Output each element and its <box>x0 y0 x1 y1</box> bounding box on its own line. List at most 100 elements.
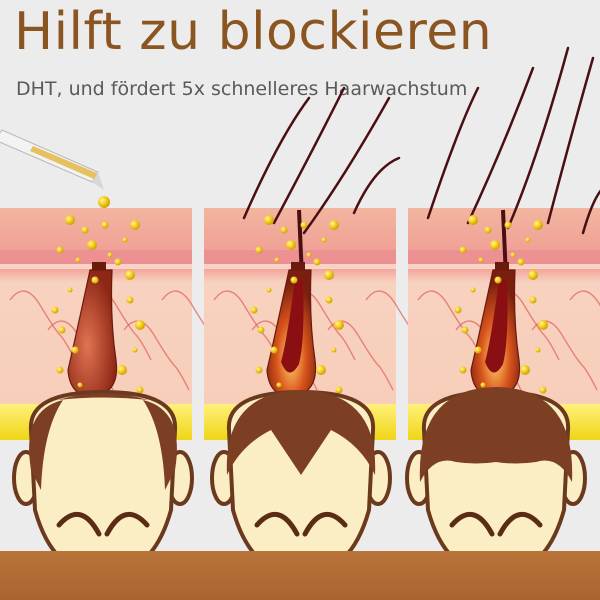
skin-panel-during <box>204 86 432 440</box>
hair-strand <box>272 86 346 225</box>
serum-drop-icon <box>528 270 538 280</box>
serum-drop-icon <box>325 296 333 304</box>
serum-drop-icon <box>87 240 97 250</box>
serum-drop-icon <box>135 320 145 330</box>
page-title: Hilft zu blockieren <box>14 2 493 62</box>
hair-root <box>281 280 304 373</box>
serum-drop-icon <box>65 215 75 225</box>
hair-strand <box>426 86 480 220</box>
serum-drop-icon <box>98 196 110 208</box>
head-icon <box>210 389 392 578</box>
serum-drop-icon <box>101 221 109 229</box>
serum-drop-icon <box>525 237 531 243</box>
serum-drop-icon <box>539 386 547 394</box>
serum-drop-icon <box>329 220 339 230</box>
dropper-serum <box>30 146 97 179</box>
serum-drop-icon <box>290 276 298 284</box>
serum-drop-icon <box>454 306 462 314</box>
serum-drop-icon <box>529 296 537 304</box>
page-subtitle: DHT, und fördert 5x schnelleres Haarwach… <box>16 78 468 100</box>
serum-drop-icon <box>125 270 135 280</box>
serum-drop-icon <box>335 386 343 394</box>
serum-drop-icon <box>459 366 467 374</box>
blood-vessel <box>569 290 600 307</box>
serum-drop-icon <box>274 257 280 263</box>
serum-drop-icon <box>255 246 263 254</box>
serum-drop-icon <box>107 252 113 258</box>
serum-drop-icon <box>77 382 83 388</box>
serum-drop-icon <box>91 276 99 284</box>
hair-strand <box>302 96 391 235</box>
serum-drop-icon <box>56 366 64 374</box>
hair-full <box>419 387 573 482</box>
hair-sides <box>143 400 177 490</box>
serum-drop-icon <box>136 386 144 394</box>
dropper-tip <box>92 172 104 190</box>
serum-drop-icon <box>461 326 469 334</box>
serum-drop-icon <box>510 252 516 258</box>
blood-vessel <box>531 320 598 391</box>
serum-drop-icon <box>324 270 334 280</box>
serum-drop-icon <box>132 347 138 353</box>
serum-drop-icon <box>81 226 89 234</box>
serum-drop-icon <box>520 365 530 375</box>
serum-drop-icon <box>122 237 128 243</box>
eyebrow <box>449 512 495 537</box>
eyebrow <box>254 512 300 537</box>
hair-strand <box>581 189 600 235</box>
serum-drop-icon <box>494 276 502 284</box>
serum-drop-icon <box>504 221 512 229</box>
hair-back <box>58 393 148 400</box>
serum-drop-icon <box>67 287 73 293</box>
serum-drop-icon <box>474 346 482 354</box>
serum-drop-icon <box>478 257 484 263</box>
skin-panel-after <box>408 46 600 440</box>
serum-drop-icon <box>321 237 327 243</box>
serum-drop-icon <box>255 366 263 374</box>
serum-drop-icon <box>276 382 282 388</box>
serum-drop-icon <box>517 258 525 266</box>
follicle-opening <box>92 262 106 270</box>
serum-drop-icon <box>331 347 337 353</box>
serum-drop-icon <box>126 296 134 304</box>
serum-drop-icon <box>117 365 127 375</box>
serum-drop-icon <box>130 220 140 230</box>
serum-drop-icon <box>334 320 344 330</box>
eyebrow <box>56 512 102 537</box>
serum-drop-icon <box>250 306 258 314</box>
serum-drop-icon <box>266 287 272 293</box>
hair-strand <box>546 56 595 225</box>
serum-drop-icon <box>468 215 478 225</box>
serum-drop-icon <box>51 306 59 314</box>
serum-drop-icon <box>535 347 541 353</box>
follicle-opening <box>495 262 509 270</box>
serum-drop-icon <box>257 326 265 334</box>
serum-drop-icon <box>264 215 274 225</box>
serum-drop-icon <box>280 226 288 234</box>
serum-drop-icon <box>459 246 467 254</box>
head-icon <box>405 387 587 578</box>
floor <box>0 551 600 600</box>
serum-drop-icon <box>313 258 321 266</box>
hair-strand <box>466 66 535 225</box>
follicle-opening <box>291 262 305 270</box>
hair-sides <box>29 400 63 490</box>
serum-drop-icon <box>316 365 326 375</box>
serum-drop-icon <box>470 287 476 293</box>
hair-top <box>226 390 376 475</box>
serum-drop-icon <box>71 346 79 354</box>
serum-drop-icon <box>270 346 278 354</box>
serum-drop-icon <box>300 221 308 229</box>
hair-strand <box>242 96 311 220</box>
hair-strand <box>506 46 570 230</box>
hair-strand <box>352 156 401 215</box>
serum-drop-icon <box>533 220 543 230</box>
eyebrow <box>497 512 543 537</box>
eyebrow <box>302 512 348 537</box>
head-icon <box>12 389 194 578</box>
hair-root <box>485 280 508 373</box>
serum-drop-icon <box>490 240 500 250</box>
serum-drop-icon <box>75 257 81 263</box>
